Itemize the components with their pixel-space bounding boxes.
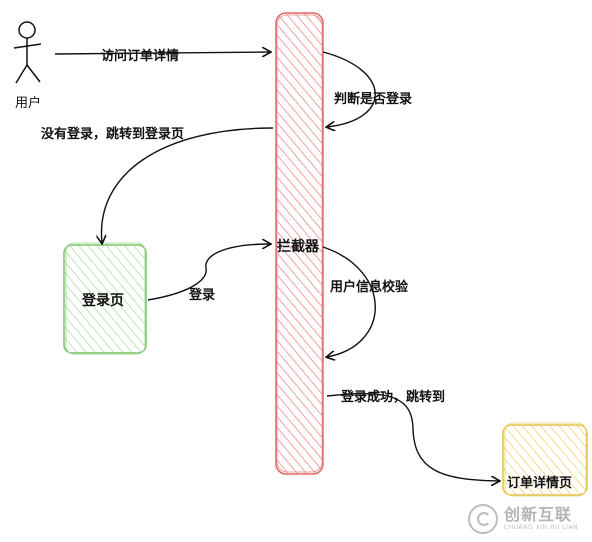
arrow-check-login xyxy=(322,51,376,127)
edge-label-not-logged-in: 没有登录，跳转到登录页 xyxy=(41,127,185,142)
edge-label-visit-order: 访问订单详情 xyxy=(101,49,180,64)
watermark-en: CHUANG XIN HU LIAN xyxy=(503,524,578,531)
edge-label-login: 登录 xyxy=(189,288,216,303)
arrow-not-logged-in xyxy=(101,127,274,243)
edge-label-user-verify: 用户信息校验 xyxy=(330,280,409,295)
arrow-login xyxy=(147,244,270,301)
edge-label-login-success: 登录成功，跳转到 xyxy=(341,390,446,405)
interceptor-bar xyxy=(275,12,324,475)
watermark-logo-icon xyxy=(467,504,498,534)
arrow-visit-order xyxy=(54,52,270,54)
user-actor-icon xyxy=(13,21,42,84)
edge-label-check-login: 判断是否登录 xyxy=(334,92,413,107)
arrow-login-success xyxy=(326,392,499,481)
watermark: 创新互联 CHUANG XIN HU LIAN xyxy=(467,504,578,534)
order-detail-box xyxy=(502,422,588,497)
login-page-label: 登录页 xyxy=(82,293,124,309)
order-detail-label: 订单详情页 xyxy=(507,476,573,491)
user-actor-label: 用户 xyxy=(15,96,42,111)
arrow-user-verify xyxy=(322,246,376,357)
watermark-cn: 创新互联 xyxy=(503,505,572,524)
interceptor-label: 拦截器 xyxy=(277,239,319,255)
